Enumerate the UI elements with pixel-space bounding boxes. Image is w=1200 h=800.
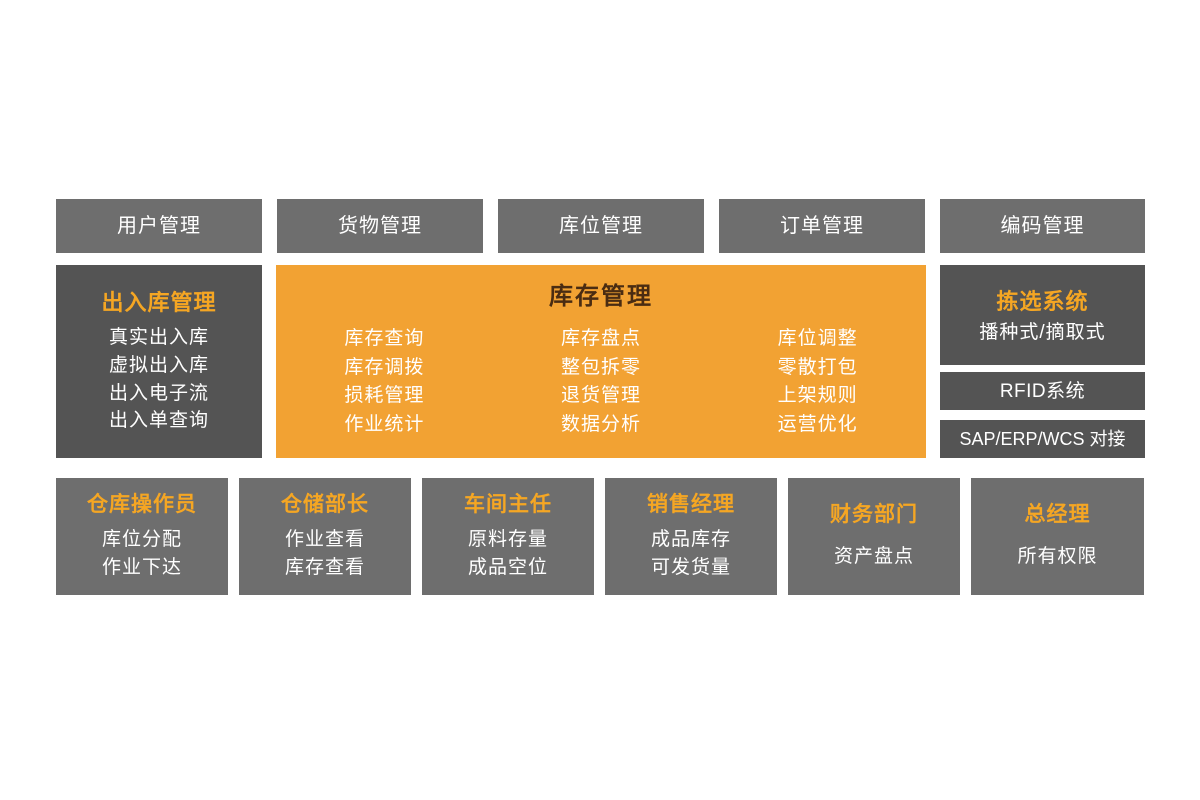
small-box-label: SAP/ERP/WCS 对接 [959, 429, 1126, 449]
role-card-general-manager[interactable]: 总经理 所有权限 [971, 478, 1144, 595]
panel-title: 拣选系统 [996, 289, 1089, 315]
panel-inbound-outbound-management[interactable]: 出入库管理 真实出入库 虚拟出入库 出入电子流 出入单查询 [56, 265, 262, 458]
top-menu-label: 库位管理 [559, 215, 643, 237]
role-permission-item: 所有权限 [1017, 546, 1098, 568]
role-permission-list: 原料存量 成品空位 [468, 528, 548, 580]
role-permission-list: 成品库存 可发货量 [651, 528, 731, 580]
panel-picking-system[interactable]: 拣选系统 播种式/摘取式 [940, 265, 1145, 365]
role-permission-list: 库位分配 作业下达 [102, 528, 182, 580]
top-menu-label: 用户管理 [117, 215, 201, 237]
top-menu-item-code-management[interactable]: 编码管理 [940, 199, 1145, 253]
center-list-item[interactable]: 库存查询 [344, 328, 425, 349]
center-list-item[interactable]: 数据分析 [560, 414, 641, 436]
role-card-storage-director[interactable]: 仓储部长 作业查看 库存查看 [239, 478, 411, 595]
panel-sap-erp-wcs-integration[interactable]: SAP/ERP/WCS 对接 [940, 420, 1145, 458]
panel-list-item[interactable]: 虚拟出入库 [108, 354, 209, 376]
top-menu-label: 编码管理 [1000, 215, 1085, 237]
role-title: 财务部门 [830, 503, 918, 527]
role-permission-item: 库存查看 [284, 556, 365, 578]
role-permission-item: 作业下达 [101, 556, 182, 578]
role-permission-item: 作业查看 [284, 528, 365, 550]
panel-inventory-management[interactable]: 库存管理 库存查询 库存调拨 损耗管理 作业统计 库存盘点 整包拆零 退货管理 … [276, 265, 926, 458]
panel-list-item[interactable]: 出入单查询 [108, 410, 209, 432]
center-list-item[interactable]: 库存调拨 [344, 356, 425, 378]
center-list-item[interactable]: 整包拆零 [560, 356, 641, 378]
center-list-item[interactable]: 损耗管理 [344, 385, 425, 407]
center-list-item[interactable]: 库存盘点 [560, 328, 641, 349]
panel-list-item[interactable]: 播种式/摘取式 [979, 322, 1106, 344]
top-menu-item-location-management[interactable]: 库位管理 [498, 199, 704, 253]
role-card-sales-manager[interactable]: 销售经理 成品库存 可发货量 [605, 478, 777, 595]
panel-title: 出入库管理 [101, 290, 217, 315]
top-menu-item-user-management[interactable]: 用户管理 [56, 199, 262, 253]
center-panel-column-3: 库位调整 零散打包 上架规则 运营优化 [778, 327, 858, 438]
small-box-label: RFID系统 [999, 380, 1086, 402]
center-list-item[interactable]: 库位调整 [777, 328, 858, 349]
role-card-finance-department[interactable]: 财务部门 资产盘点 [788, 478, 960, 595]
role-permission-list: 资产盘点 [834, 545, 914, 569]
role-title: 销售经理 [647, 492, 735, 516]
role-title: 仓库操作员 [87, 492, 197, 516]
role-title: 车间主任 [464, 492, 552, 516]
top-menu-label: 货物管理 [338, 215, 422, 237]
role-permission-item: 可发货量 [650, 556, 731, 578]
role-permission-list: 作业查看 库存查看 [285, 528, 365, 580]
role-card-warehouse-operator[interactable]: 仓库操作员 库位分配 作业下达 [56, 478, 228, 595]
panel-item-list: 播种式/摘取式 [979, 321, 1105, 345]
center-panel-column-2: 库存盘点 整包拆零 退货管理 数据分析 [561, 327, 641, 438]
role-permission-item: 库位分配 [101, 528, 182, 550]
role-permission-list: 所有权限 [1017, 545, 1097, 569]
role-card-workshop-director[interactable]: 车间主任 原料存量 成品空位 [422, 478, 594, 595]
panel-list-item[interactable]: 出入电子流 [108, 382, 209, 404]
center-list-item[interactable]: 上架规则 [777, 385, 858, 407]
top-menu-item-order-management[interactable]: 订单管理 [719, 199, 925, 253]
top-menu-item-goods-management[interactable]: 货物管理 [277, 199, 483, 253]
top-menu-label: 订单管理 [780, 215, 864, 237]
panel-rfid-system[interactable]: RFID系统 [940, 372, 1145, 410]
center-panel-column-1: 库存查询 库存调拨 损耗管理 作业统计 [344, 327, 424, 438]
center-panel-title: 库存管理 [549, 283, 653, 310]
center-list-item[interactable]: 作业统计 [344, 414, 425, 436]
center-list-item[interactable]: 退货管理 [560, 385, 641, 407]
role-title: 仓储部长 [281, 492, 369, 516]
role-permission-item: 原料存量 [467, 528, 548, 550]
role-title: 总经理 [1024, 503, 1091, 527]
role-permission-item: 成品空位 [467, 556, 548, 578]
panel-list-item[interactable]: 真实出入库 [108, 327, 209, 348]
center-list-item[interactable]: 零散打包 [777, 356, 858, 378]
center-panel-columns: 库存查询 库存调拨 损耗管理 作业统计 库存盘点 整包拆零 退货管理 数据分析 … [276, 327, 926, 438]
panel-item-list: 真实出入库 虚拟出入库 出入电子流 出入单查询 [109, 326, 209, 433]
role-permission-item: 资产盘点 [833, 546, 914, 568]
center-list-item[interactable]: 运营优化 [777, 414, 858, 436]
role-permission-item: 成品库存 [650, 528, 731, 550]
